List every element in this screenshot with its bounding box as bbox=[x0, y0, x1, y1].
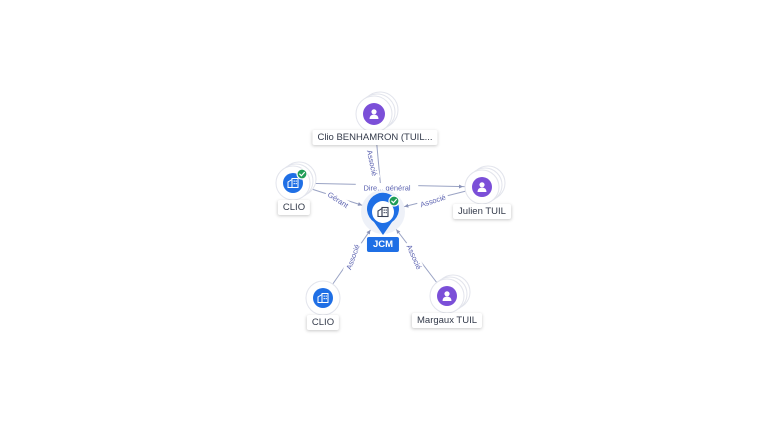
edge-label-text: Associé bbox=[405, 243, 424, 271]
building-icon bbox=[377, 206, 389, 218]
edge-label: Associé bbox=[403, 240, 425, 273]
edge-label-text: Associé bbox=[344, 243, 361, 271]
edge-label: Gérant bbox=[324, 188, 353, 211]
node-clio-2[interactable] bbox=[305, 280, 341, 316]
edge-arrow bbox=[366, 230, 371, 235]
edge-label: Associé bbox=[416, 191, 450, 210]
edge-arrow bbox=[357, 202, 363, 206]
edge-clio-1>julien-tuil[interactable]: Dire... général bbox=[292, 182, 483, 193]
person-icon bbox=[477, 182, 487, 192]
edge-label-bg bbox=[355, 183, 419, 192]
building-icon bbox=[287, 178, 299, 188]
edge-label-text: Dire... général bbox=[363, 184, 410, 193]
node-label-clio-2[interactable]: CLIO bbox=[306, 315, 340, 330]
edge-label-bg bbox=[416, 191, 450, 210]
center-label[interactable]: JCM bbox=[366, 237, 400, 252]
person-icon bbox=[369, 109, 379, 119]
edge-label-bg bbox=[324, 188, 353, 211]
node-label-clio-benhamron[interactable]: Clio BENHAMRON (TUIL... bbox=[312, 130, 438, 145]
nodes-layer bbox=[275, 91, 506, 316]
node-clio-1[interactable] bbox=[275, 161, 317, 201]
verified-check-icon bbox=[388, 195, 400, 207]
verified-check-icon bbox=[296, 168, 308, 180]
node-julien-tuil[interactable] bbox=[464, 165, 506, 205]
node-center[interactable] bbox=[361, 190, 405, 235]
edge-label: Associé bbox=[342, 240, 363, 274]
node-label-julien-tuil[interactable]: Julien TUIL bbox=[453, 204, 511, 219]
edge-label-bg bbox=[403, 240, 425, 273]
edge-arrow bbox=[396, 229, 401, 234]
edge-label: Dire... général bbox=[355, 183, 419, 193]
edge-label-text: Associé bbox=[365, 149, 379, 177]
node-circle[interactable] bbox=[313, 288, 333, 308]
node-label-margaux-tuil[interactable]: Margaux TUIL bbox=[411, 313, 483, 328]
edge-label-bg bbox=[364, 146, 381, 180]
node-label-clio-1[interactable]: CLIO bbox=[277, 200, 311, 215]
person-icon bbox=[442, 291, 452, 301]
node-clio-benhamron[interactable] bbox=[355, 91, 399, 133]
center-pin-inner bbox=[372, 201, 394, 223]
edge-label-text: Associé bbox=[419, 193, 447, 210]
edge-arrow bbox=[404, 203, 409, 208]
edge-arrow bbox=[458, 184, 464, 189]
building-icon bbox=[317, 293, 329, 303]
node-margaux-tuil[interactable] bbox=[429, 274, 471, 314]
edge-label-bg bbox=[342, 240, 363, 274]
